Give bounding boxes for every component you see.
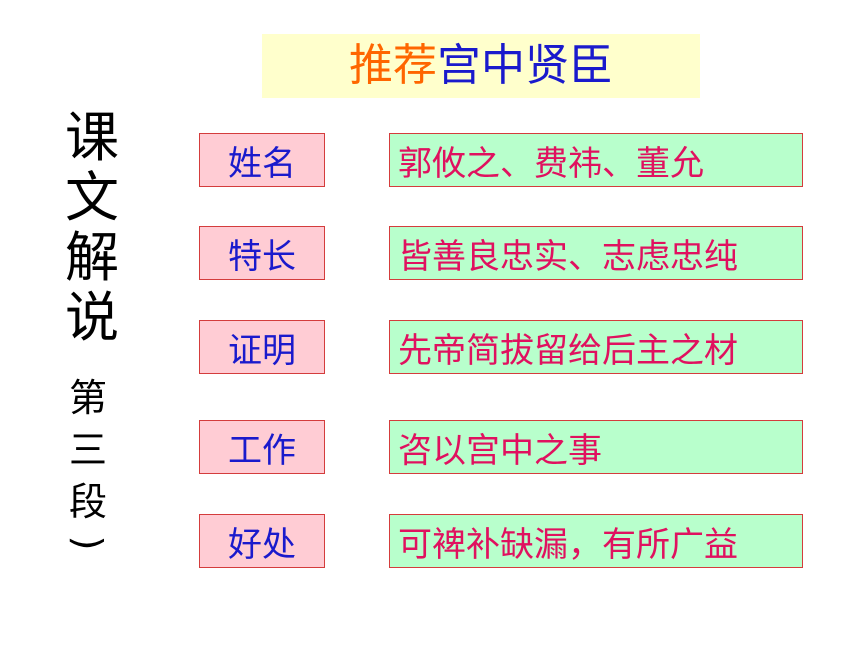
row-label-proof: 证明 bbox=[199, 320, 325, 374]
side-label-char: 解 bbox=[65, 226, 119, 289]
row-value-work: 咨以宫中之事 bbox=[389, 420, 803, 474]
row-value-benefit: 可裨补缺漏，有所广益 bbox=[389, 514, 803, 568]
side-label-char: 文 bbox=[65, 166, 119, 229]
row-label-name: 姓名 bbox=[199, 133, 325, 187]
title-rest: 宫中贤臣 bbox=[437, 40, 613, 91]
slide-title: 推荐宫中贤臣 bbox=[262, 34, 700, 98]
side-label: 课 文 解 说 bbox=[62, 108, 122, 348]
side-sub-label: 第 三 段 ) bbox=[58, 372, 118, 558]
side-sub-char: 第 bbox=[68, 376, 107, 420]
row-value-proof: 先帝简拔留给后主之材 bbox=[389, 320, 803, 374]
row-value-specialty: 皆善良忠实、志虑忠纯 bbox=[389, 226, 803, 280]
row-label-benefit: 好处 bbox=[199, 514, 325, 568]
row-label-specialty: 特长 bbox=[199, 226, 325, 280]
side-sub-char: 三 bbox=[68, 428, 107, 472]
row-label-work: 工作 bbox=[199, 420, 325, 474]
side-label-char: 课 bbox=[65, 106, 119, 169]
row-value-name: 郭攸之、费祎、董允 bbox=[389, 133, 803, 187]
title-highlight: 推荐 bbox=[349, 40, 437, 91]
side-label-char: 说 bbox=[65, 286, 119, 349]
side-sub-paren: ) bbox=[66, 535, 110, 551]
side-sub-char: 段 bbox=[68, 480, 107, 524]
